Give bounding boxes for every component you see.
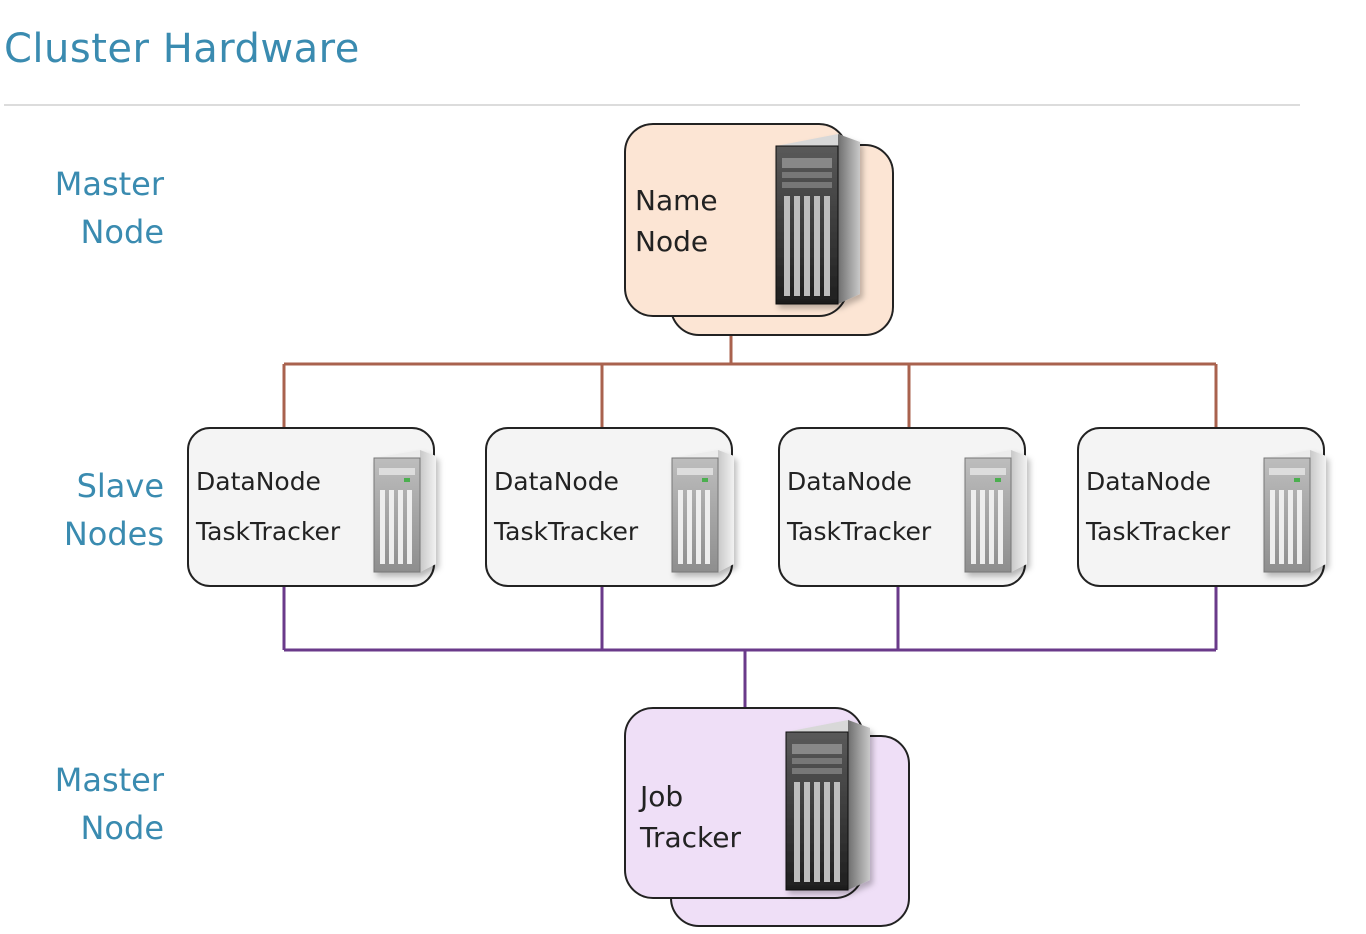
slave-node-group: DataNodeTaskTrackerDataNodeTaskTrackerDa… bbox=[187, 427, 1326, 587]
title-divider bbox=[4, 104, 1300, 106]
label-line: Slave bbox=[76, 467, 164, 505]
name-node-text: Name Node bbox=[635, 184, 718, 258]
server-tower-icon bbox=[1263, 450, 1326, 573]
master-node-label-top: Master Node bbox=[55, 160, 164, 256]
label-line: Nodes bbox=[63, 515, 164, 553]
tasktracker-label: TaskTracker bbox=[195, 517, 341, 546]
name-node-line: Node bbox=[635, 225, 708, 258]
datanode-label: DataNode bbox=[196, 467, 321, 496]
job-tracker-text: Job Tracker bbox=[638, 780, 741, 854]
label-line: Master bbox=[54, 761, 164, 799]
tasktracker-label: TaskTracker bbox=[1085, 517, 1231, 546]
master-node-label-bottom: Master Node bbox=[55, 756, 164, 852]
label-line: Node bbox=[80, 809, 164, 847]
lower-connection-bus bbox=[282, 585, 1218, 710]
job-tracker-line: Tracker bbox=[639, 821, 741, 854]
label-line: Master bbox=[54, 165, 164, 203]
slide-title: Cluster Hardware bbox=[4, 26, 360, 72]
server-tower-icon bbox=[373, 450, 436, 573]
datanode-label: DataNode bbox=[787, 467, 912, 496]
tasktracker-label: TaskTracker bbox=[786, 517, 932, 546]
server-tower-icon bbox=[785, 720, 870, 891]
slave-nodes-label: Slave Nodes bbox=[64, 462, 164, 558]
datanode-label: DataNode bbox=[494, 467, 619, 496]
server-tower-icon bbox=[671, 450, 734, 573]
label-line: Node bbox=[80, 213, 164, 251]
server-tower-icon bbox=[775, 134, 860, 305]
name-node-line: Name bbox=[635, 184, 718, 217]
datanode-label: DataNode bbox=[1086, 467, 1211, 496]
server-tower-icon bbox=[964, 450, 1027, 573]
job-tracker-line: Job bbox=[638, 780, 683, 813]
tasktracker-label: TaskTracker bbox=[493, 517, 639, 546]
